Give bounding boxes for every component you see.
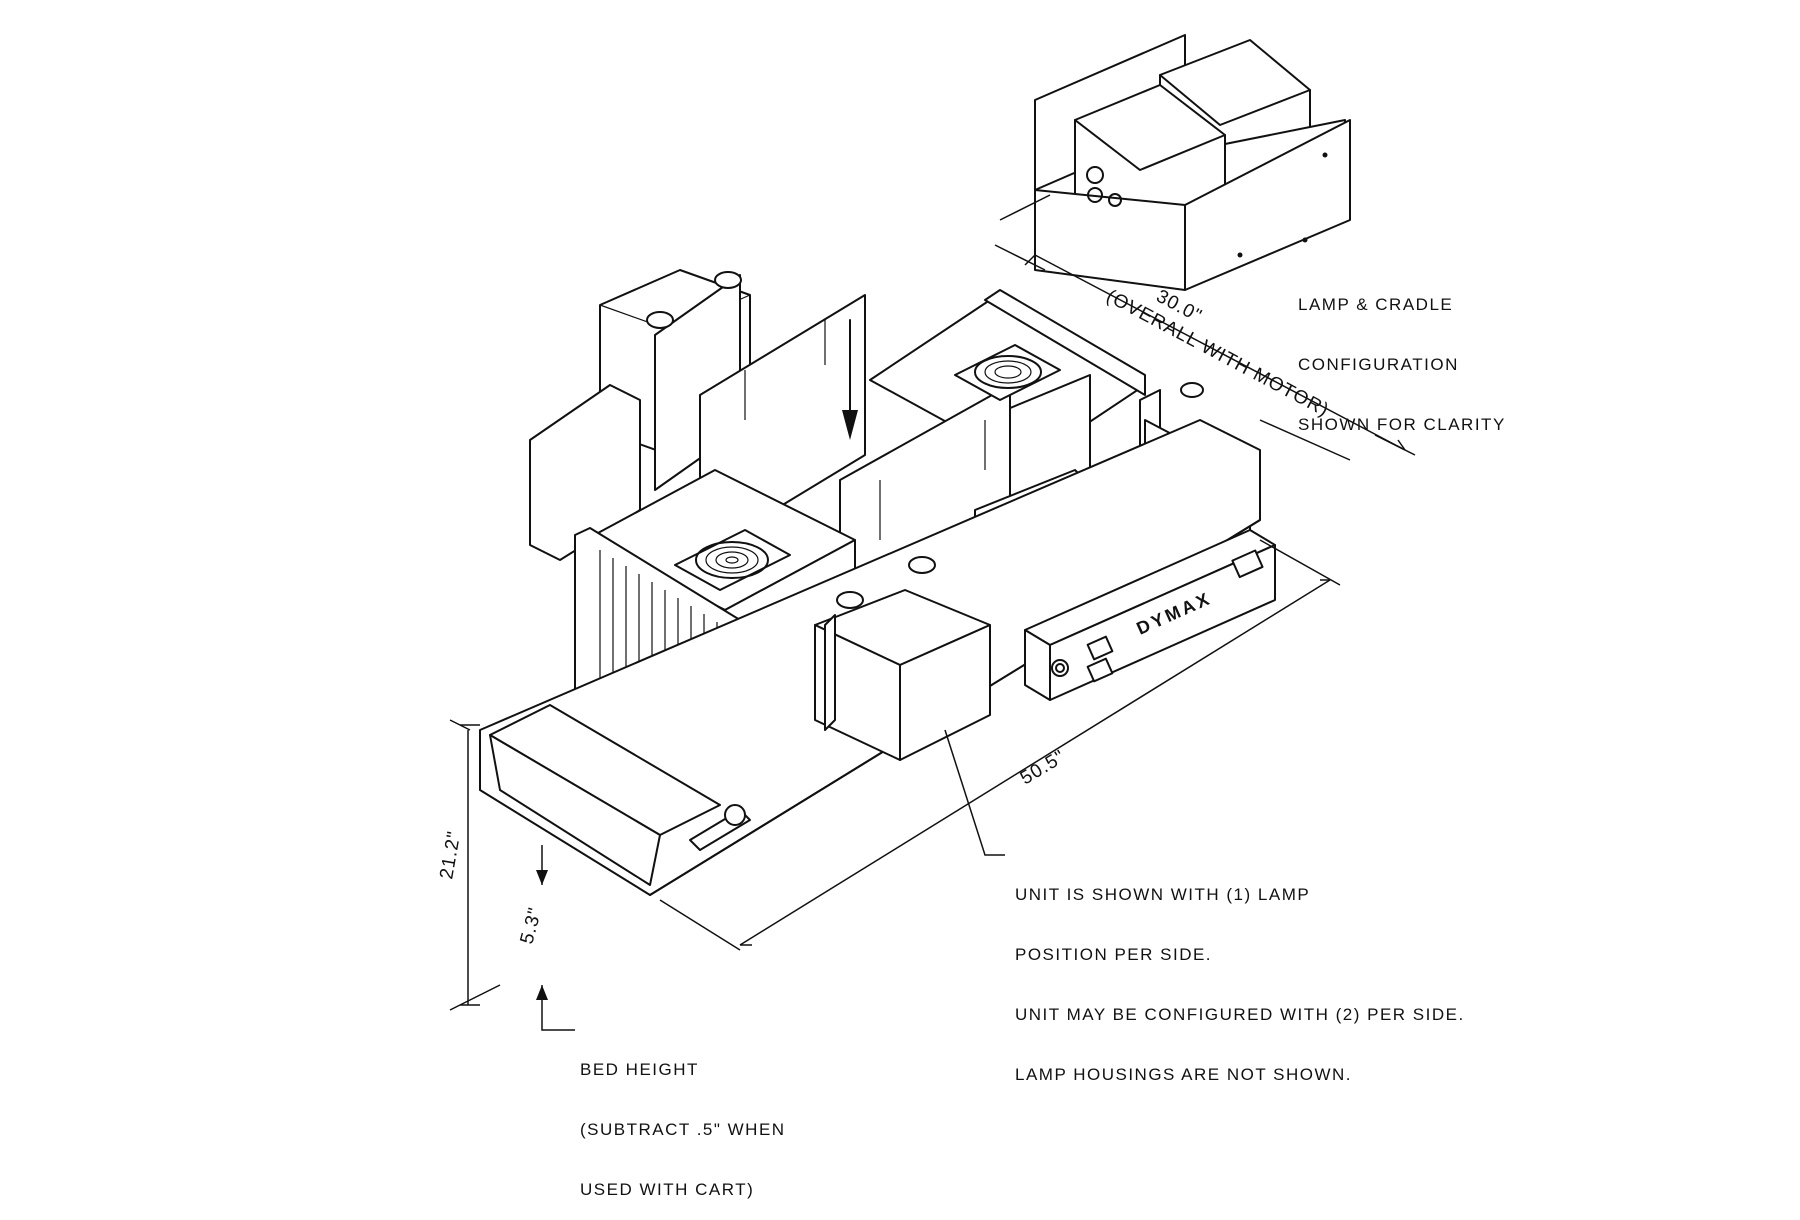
note-unit-shown: UNIT IS SHOWN WITH (1) LAMP POSITION PER… xyxy=(1015,845,1465,1105)
note-bed-height-line-2: (SUBTRACT .5" WHEN xyxy=(580,1120,786,1139)
dimension-21-2: 21.2" xyxy=(436,829,465,881)
note-bed-height: BED HEIGHT (SUBTRACT .5" WHEN USED WITH … xyxy=(580,1020,786,1220)
isometric-conveyor-drawing: DYMAX xyxy=(436,34,1416,1031)
note-lamp-cradle-line-1: LAMP & CRADLE xyxy=(1298,295,1454,314)
note-bed-height-line-3: USED WITH CART) xyxy=(580,1180,755,1199)
conveyor-unit: DYMAX xyxy=(479,269,1276,896)
note-lamp-cradle-line-3: SHOWN FOR CLARITY xyxy=(1298,415,1506,434)
note-unit-shown-line-3: UNIT MAY BE CONFIGURED WITH (2) PER SIDE… xyxy=(1015,1005,1465,1024)
lamp-cradle-inset xyxy=(1034,34,1351,291)
knobs xyxy=(646,271,1204,609)
fan-rear xyxy=(954,344,1061,401)
note-lamp-cradle-line-2: CONFIGURATION xyxy=(1298,355,1459,374)
note-unit-shown-line-2: POSITION PER SIDE. xyxy=(1015,945,1213,964)
dimension-50-5: 50.5" xyxy=(1017,746,1070,789)
note-bed-height-line-1: BED HEIGHT xyxy=(580,1060,699,1079)
fan-front xyxy=(674,529,791,591)
note-unit-shown-line-1: UNIT IS SHOWN WITH (1) LAMP xyxy=(1015,885,1311,904)
note-unit-shown-line-4: LAMP HOUSINGS ARE NOT SHOWN. xyxy=(1015,1065,1353,1084)
note-lamp-cradle: LAMP & CRADLE CONFIGURATION SHOWN FOR CL… xyxy=(1298,255,1506,455)
dimension-5-3: 5.3" xyxy=(517,905,547,946)
control-panel: DYMAX xyxy=(1024,529,1276,701)
